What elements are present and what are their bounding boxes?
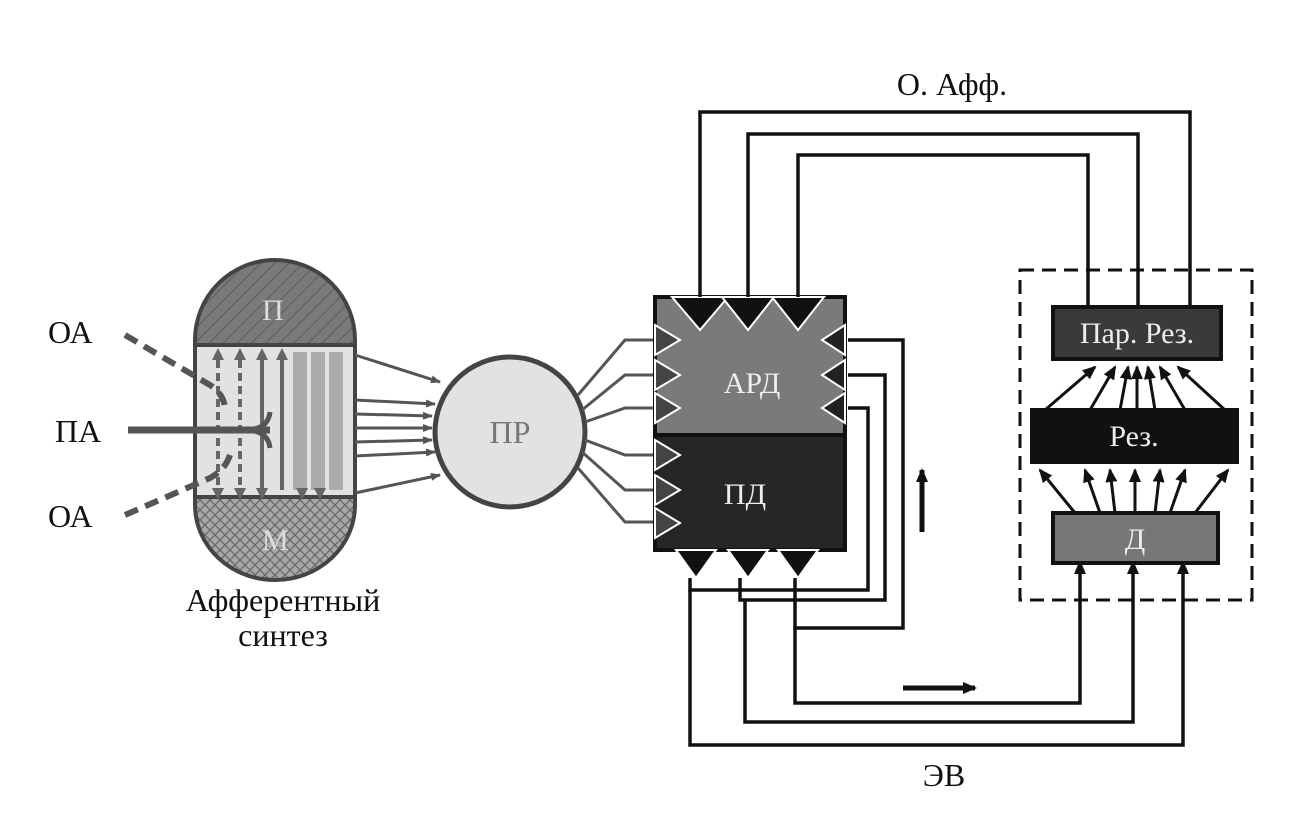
decision-node-pr: ПР bbox=[432, 354, 588, 510]
afferent-synthesis-block: П М bbox=[193, 258, 357, 582]
synthesis-stripes bbox=[293, 352, 343, 490]
pr-to-acceptor-lines bbox=[576, 338, 655, 524]
afferent-synthesis-label-line1: Афферентный bbox=[186, 582, 380, 618]
result-dashed-frame bbox=[1018, 268, 1254, 602]
pr-label: ПР bbox=[490, 414, 531, 450]
ard-label: АРД bbox=[724, 367, 781, 400]
memory-label-p: П bbox=[262, 294, 284, 327]
result-box: Рез. bbox=[1030, 408, 1239, 464]
acceptor-block: АРД ПД bbox=[653, 295, 847, 580]
rez-label: Рез. bbox=[1109, 420, 1158, 453]
inputs: ОА ПА ОА bbox=[48, 314, 273, 534]
d-to-rez-arrows bbox=[1038, 468, 1230, 514]
motivation-label-m: М bbox=[262, 524, 289, 557]
o-aff-label: О. Афф. bbox=[897, 66, 1007, 102]
pa-label: ПА bbox=[55, 413, 101, 449]
reverse-afferentation-loops bbox=[698, 110, 1192, 305]
synthesis-to-pr-arrows bbox=[354, 353, 441, 495]
action-box-d: Д bbox=[1051, 511, 1220, 565]
oa-top-label: ОА bbox=[48, 314, 93, 350]
param-result-box: Пар. Рез. bbox=[1051, 305, 1223, 361]
efferent-loops bbox=[688, 570, 1185, 747]
internal-loops bbox=[688, 338, 905, 630]
oa-bottom-label: ОА bbox=[48, 498, 93, 534]
ev-label: ЭВ bbox=[923, 757, 965, 793]
par-rez-label: Пар. Рез. bbox=[1080, 317, 1194, 350]
d-label: Д bbox=[1125, 523, 1145, 556]
pd-label: ПД bbox=[724, 478, 766, 511]
rez-to-parrez-arrows bbox=[1044, 365, 1227, 412]
afferent-synthesis-label-line2: синтез bbox=[238, 617, 328, 653]
